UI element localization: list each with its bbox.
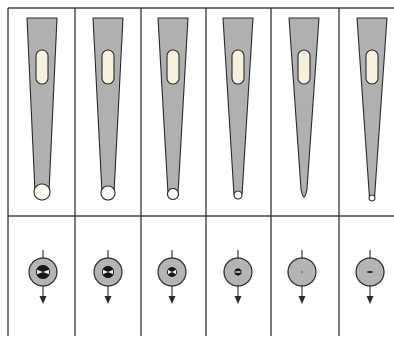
arrow-down-icon: [168, 296, 176, 304]
cross-section-2: [93, 250, 123, 304]
blade-slot: [365, 49, 379, 85]
blade-5: [288, 17, 320, 198]
blade-tip-ball: [233, 190, 243, 200]
blade-slot: [166, 49, 180, 85]
blade-body: [288, 17, 320, 198]
arrow-down-icon: [104, 296, 112, 304]
blade-tip-ball: [100, 185, 116, 201]
arrow-down-icon: [366, 296, 374, 304]
blade-tip-ball: [166, 187, 180, 201]
arrow-down-icon: [39, 296, 47, 304]
blade-4: [222, 17, 254, 200]
blade-6: [356, 17, 388, 202]
core-bowtie: [103, 269, 113, 275]
grid-lines: [7, 7, 394, 336]
blade-slot: [231, 49, 245, 85]
blade-slot: [35, 49, 49, 85]
blade-2: [92, 17, 124, 201]
arrow-down-icon: [234, 296, 242, 304]
arrow-down-icon: [298, 296, 306, 304]
blade-slot: [101, 49, 115, 85]
core-bowtie: [37, 269, 49, 275]
core-bowtie: [168, 269, 176, 275]
blade-1: [26, 17, 58, 201]
cross-section-6: [355, 250, 385, 304]
cross-section-5: [287, 250, 317, 304]
blade-3: [157, 17, 189, 201]
core-slit: [235, 271, 241, 273]
cross-section-4: [223, 250, 253, 304]
core-dot: [300, 270, 304, 274]
blade-slot: [297, 49, 311, 85]
cross-section-row: [28, 250, 385, 304]
cross-section-3: [157, 250, 187, 304]
blade-tip-ball: [368, 194, 376, 202]
cross-section-1: [28, 250, 58, 304]
blade-tip-ball: [33, 183, 51, 201]
core-slit: [367, 271, 373, 273]
blade-row: [26, 17, 388, 202]
